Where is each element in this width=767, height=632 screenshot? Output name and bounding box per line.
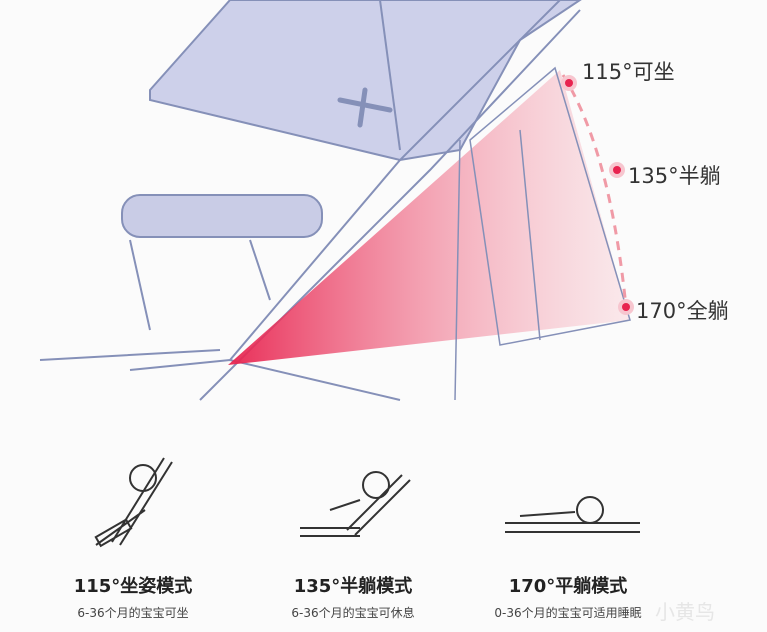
angle-dot-115 <box>561 75 577 91</box>
recline-arc <box>561 74 628 308</box>
angle-dot-170 <box>618 299 634 315</box>
mode-title: 115°坐姿模式 <box>73 576 193 597</box>
flat-baby-icon <box>505 496 640 533</box>
mode-sitting: 115°坐姿模式 6-36个月的宝宝可坐 <box>33 572 233 621</box>
angle-dot-135 <box>609 162 625 178</box>
frame <box>39 0 581 401</box>
bumper-bar <box>121 194 323 238</box>
recline-range-fan <box>228 70 630 365</box>
angle-label-170: 170°全躺 <box>636 299 729 323</box>
mode-subtitle: 6-36个月的宝宝可休息 <box>291 606 415 620</box>
sitting-baby-icon <box>94 457 173 548</box>
seat-back <box>469 66 631 346</box>
mode-subtitle: 6-36个月的宝宝可坐 <box>77 606 189 620</box>
angle-label-135: 135°半躺 <box>628 164 721 188</box>
mode-title: 170°平躺模式 <box>508 576 628 597</box>
angle-label-115: 115°可坐 <box>582 60 675 84</box>
watermark: 小黄鸟 <box>655 600 715 624</box>
mode-subtitle: 0-36个月的宝宝可适用睡眠 <box>494 606 642 620</box>
canopy <box>149 0 582 162</box>
half-reclined-baby-icon <box>300 471 411 537</box>
canopy-hinge <box>337 87 393 128</box>
mode-flat: 170°平躺模式 0-36个月的宝宝可适用睡眠 <box>468 572 668 621</box>
mode-title: 135°半躺模式 <box>293 576 413 597</box>
mode-half-reclined: 135°半躺模式 6-36个月的宝宝可休息 <box>253 572 453 621</box>
